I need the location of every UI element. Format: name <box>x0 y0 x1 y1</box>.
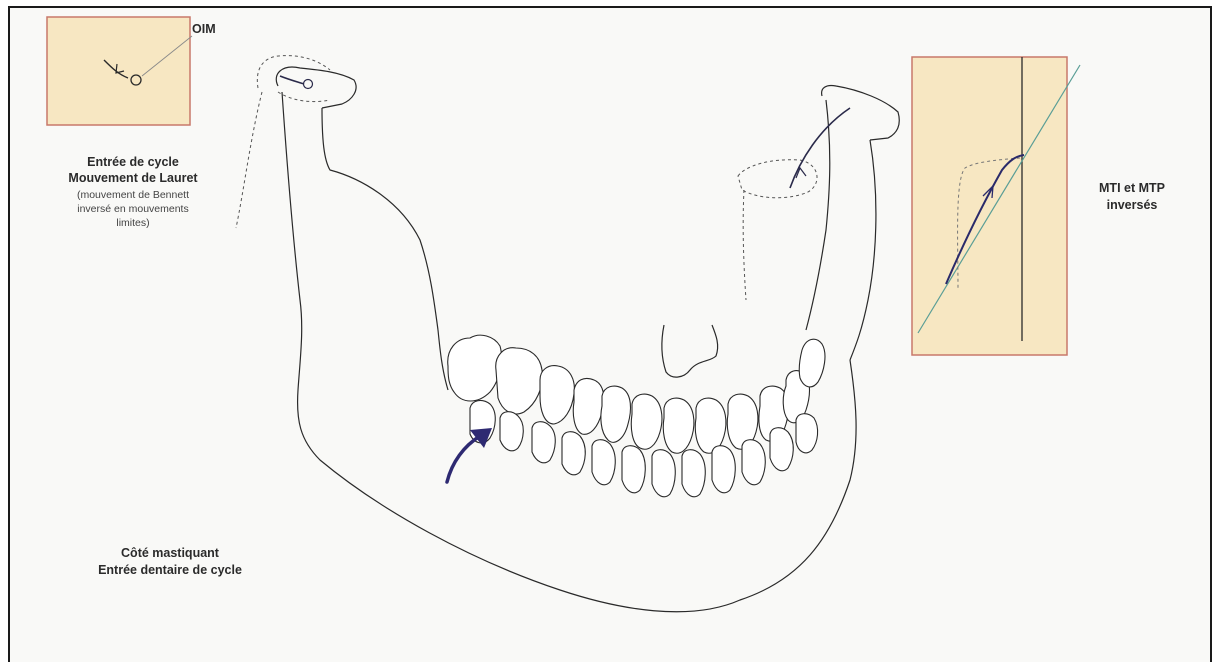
cycle-entry-title-1: Entrée de cycle <box>58 155 208 171</box>
phantom-outlines <box>236 56 817 300</box>
condyle-paths <box>280 76 850 188</box>
teeth <box>448 335 825 497</box>
cycle-entry-title-2: Mouvement de Lauret <box>58 171 208 187</box>
mti-label-2: inversés <box>1072 198 1192 214</box>
chewing-side-label-1: Côté mastiquant <box>80 546 260 562</box>
cycle-entry-note-2: inversé en mouvements <box>58 203 208 216</box>
oim-inset <box>47 17 192 125</box>
mti-inset <box>912 57 1080 355</box>
chewing-side-label-2: Entrée dentaire de cycle <box>80 563 260 579</box>
molar-entry-arrow <box>447 428 492 482</box>
mti-label-1: MTI et MTP <box>1072 181 1192 197</box>
mandible-outline <box>276 67 899 612</box>
cycle-entry-note-3: limites) <box>58 217 208 230</box>
oim-label: OIM <box>192 22 232 38</box>
cycle-entry-note-1: (mouvement de Bennett <box>58 189 208 202</box>
